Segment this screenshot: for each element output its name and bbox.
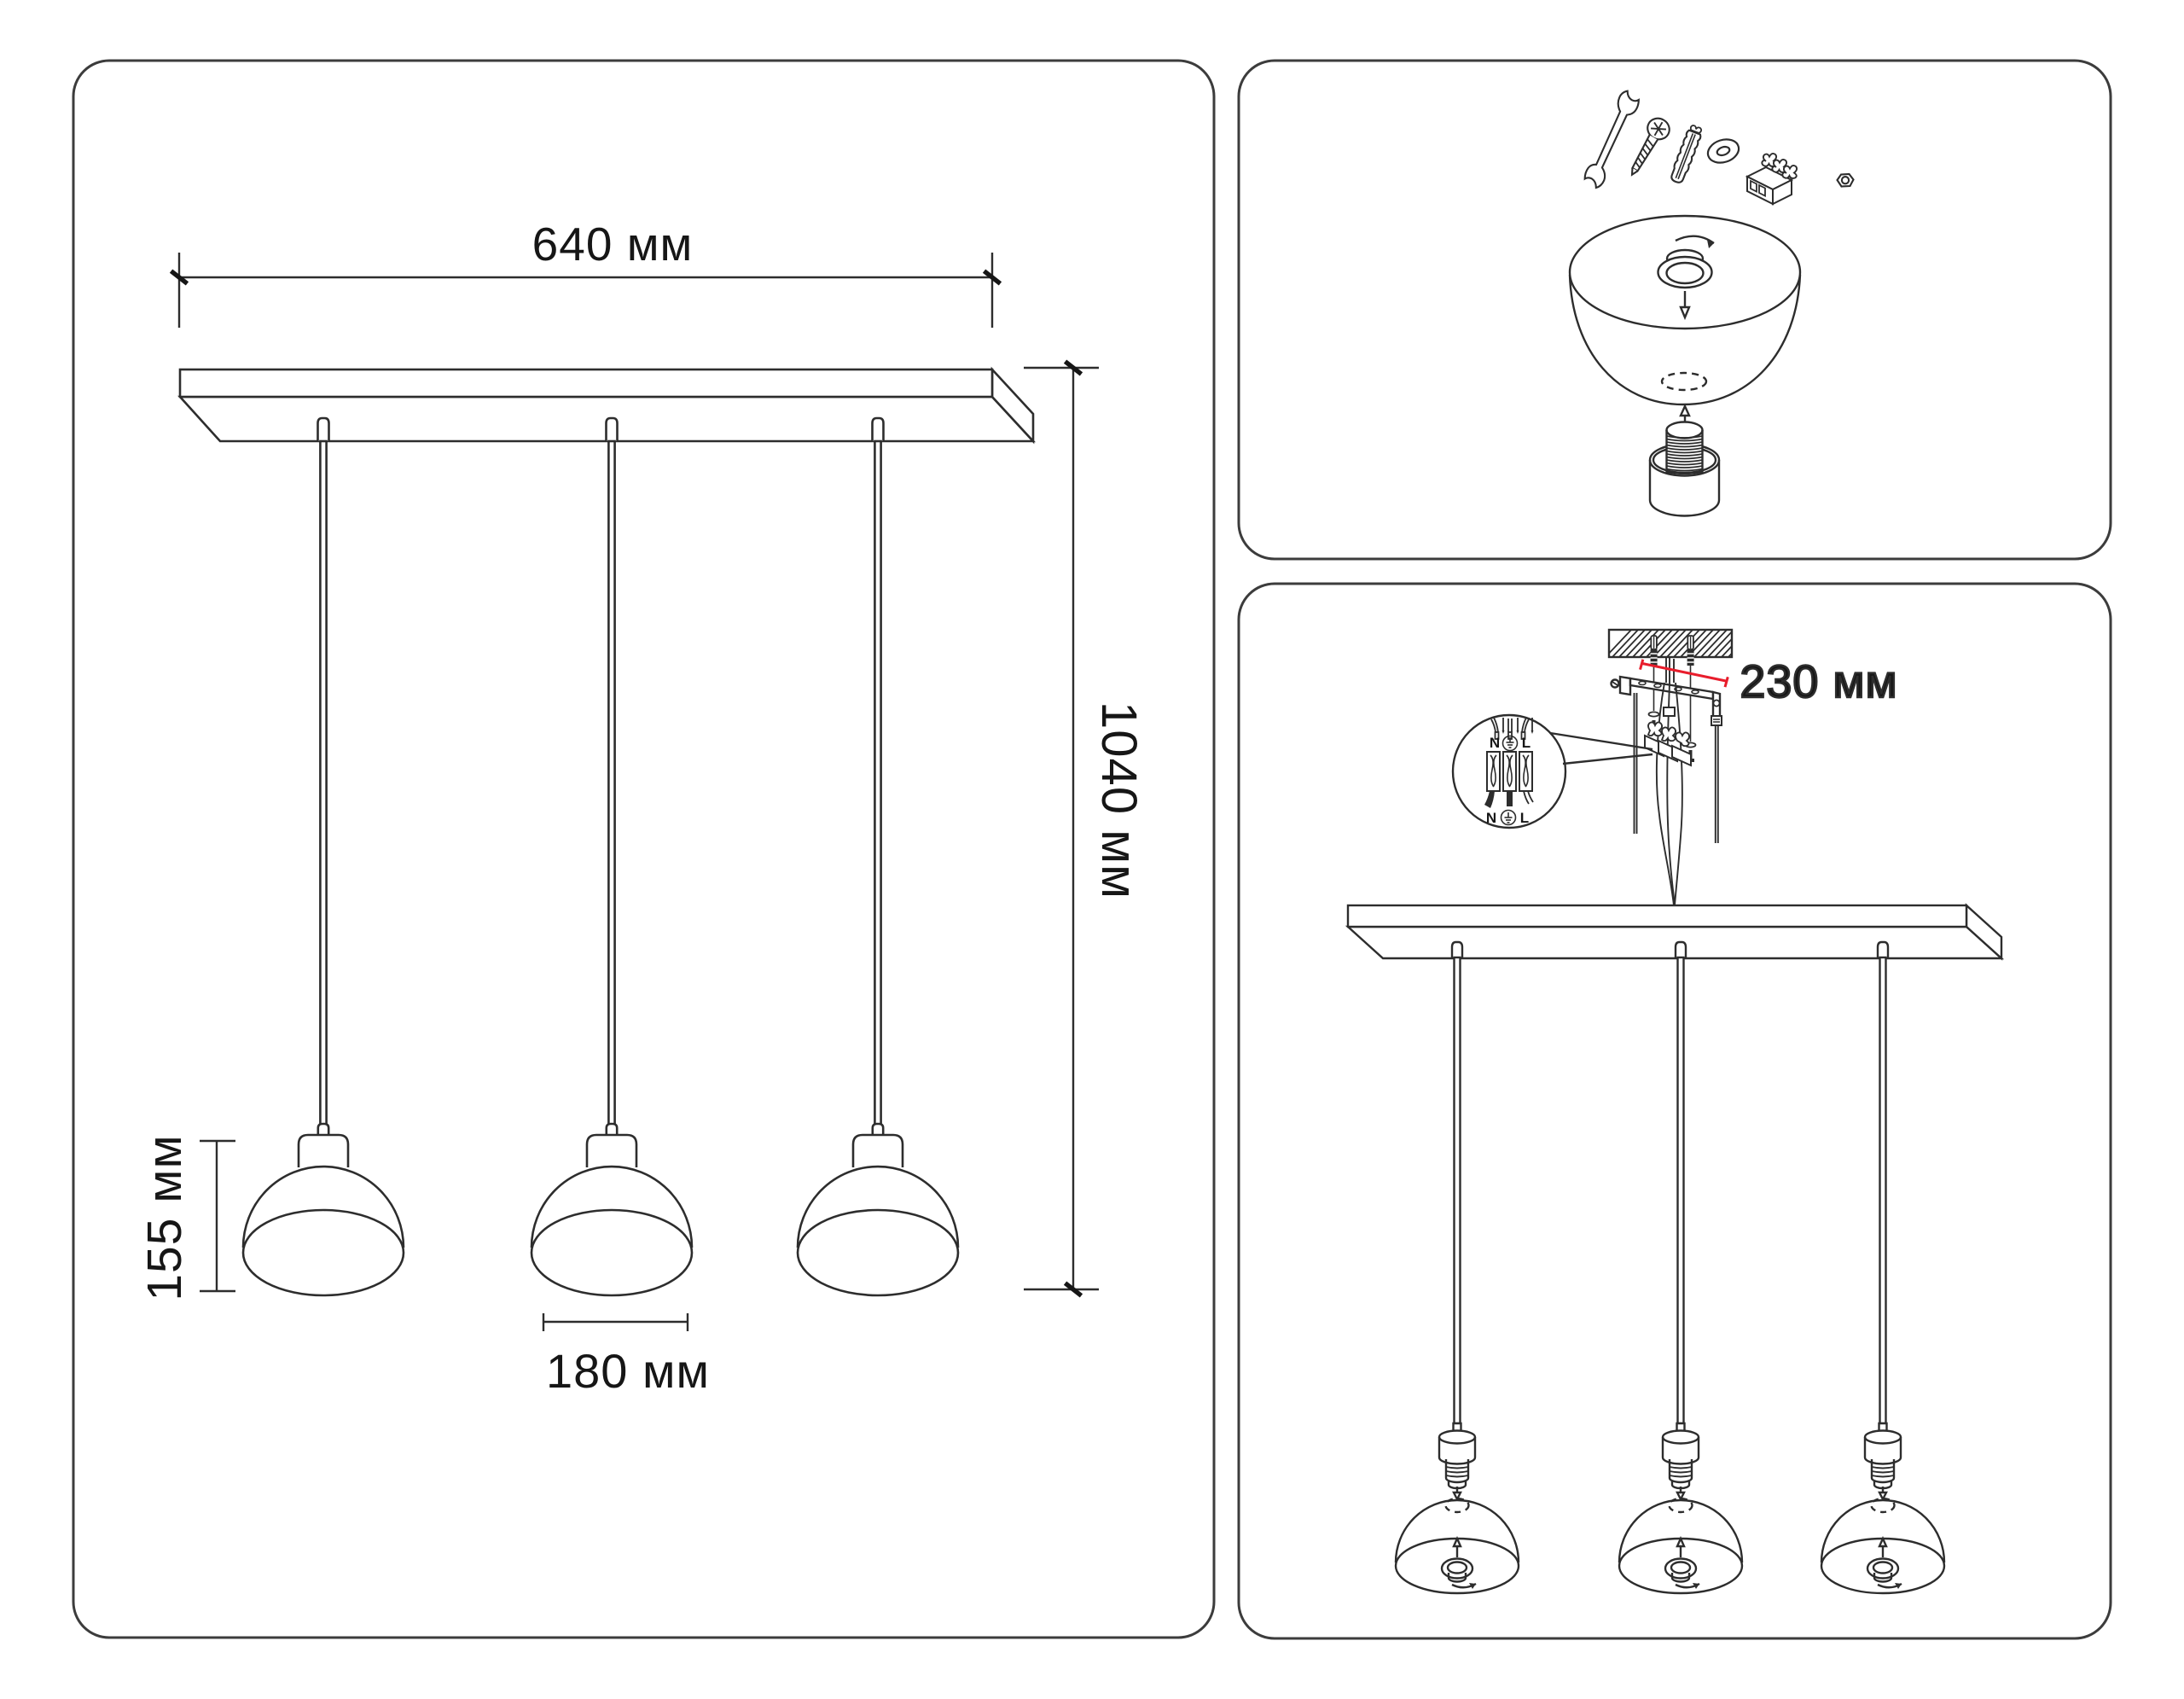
svg-text:180 мм: 180 мм (546, 1344, 710, 1398)
svg-text:155 мм: 155 мм (137, 1134, 192, 1300)
svg-text:L: L (1520, 810, 1529, 826)
svg-text:N: N (1490, 735, 1500, 751)
svg-text:230 мм: 230 мм (1740, 656, 1897, 707)
svg-text:1040 мм: 1040 мм (1091, 701, 1147, 899)
svg-text:640 мм: 640 мм (532, 218, 694, 271)
svg-text:N: N (1486, 810, 1496, 826)
svg-text:L: L (1522, 735, 1531, 751)
